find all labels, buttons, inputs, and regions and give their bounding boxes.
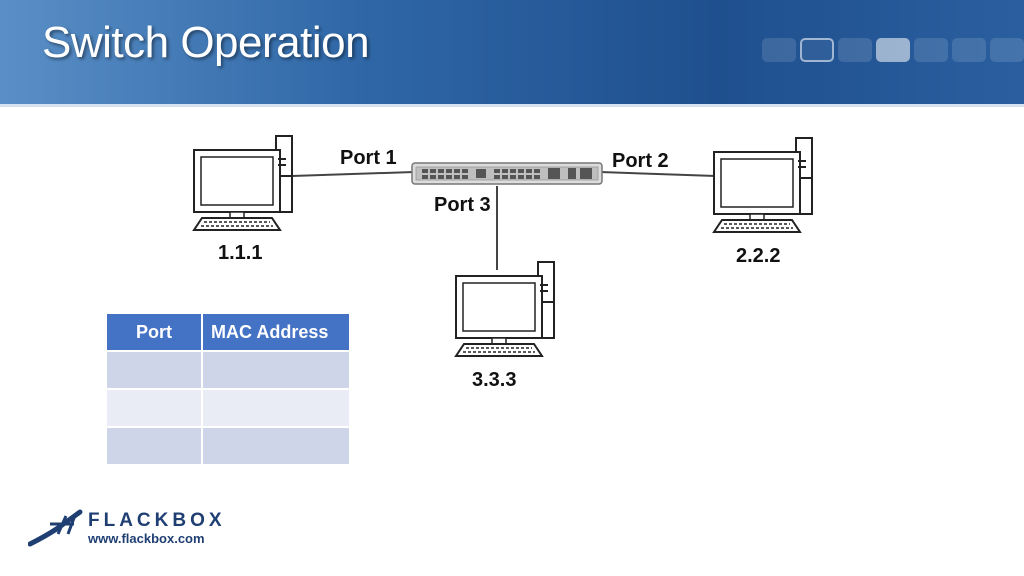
flackbox-logo-icon: [28, 509, 83, 547]
table-cell: [202, 351, 351, 390]
logo-url: www.flackbox.com: [88, 531, 205, 546]
host-right-address: 2.2.2: [736, 245, 781, 267]
port3-label: Port 3: [434, 194, 491, 216]
host-bottom-address: 3.3.3: [472, 369, 517, 391]
header-banner: Switch Operation: [0, 0, 1024, 107]
host-bottom-pc-icon: [455, 261, 555, 357]
tile: [952, 38, 986, 62]
table-cell: [107, 427, 203, 466]
link-port1: [291, 171, 415, 177]
tile: [990, 38, 1024, 62]
port1-label: Port 1: [340, 147, 397, 169]
table-row: [107, 351, 351, 390]
decorative-tiles: [762, 38, 1024, 62]
table-cell: [202, 427, 351, 466]
table-cell: [107, 351, 203, 390]
tile: [914, 38, 948, 62]
table-row: [107, 427, 351, 466]
logo-name: FLACKBOX: [88, 510, 226, 531]
table-row: [107, 389, 351, 428]
slide-title: Switch Operation: [42, 18, 370, 67]
mac-address-table: Port MAC Address: [107, 314, 351, 466]
column-header-port: Port: [107, 314, 203, 352]
tile: [838, 38, 872, 62]
host-left-address: 1.1.1: [218, 242, 263, 264]
host-right-pc-icon: [713, 137, 813, 233]
host-left-pc-icon: [193, 135, 293, 231]
tile: [876, 38, 910, 62]
column-header-mac-address: MAC Address: [202, 314, 351, 352]
table-cell: [202, 389, 351, 428]
tile: [800, 38, 834, 62]
switch-icon: [411, 162, 603, 185]
tile: [762, 38, 796, 62]
table-cell: [107, 389, 203, 428]
port2-label: Port 2: [612, 150, 669, 172]
table-header-row: Port MAC Address: [107, 314, 351, 352]
link-port2: [599, 171, 717, 177]
